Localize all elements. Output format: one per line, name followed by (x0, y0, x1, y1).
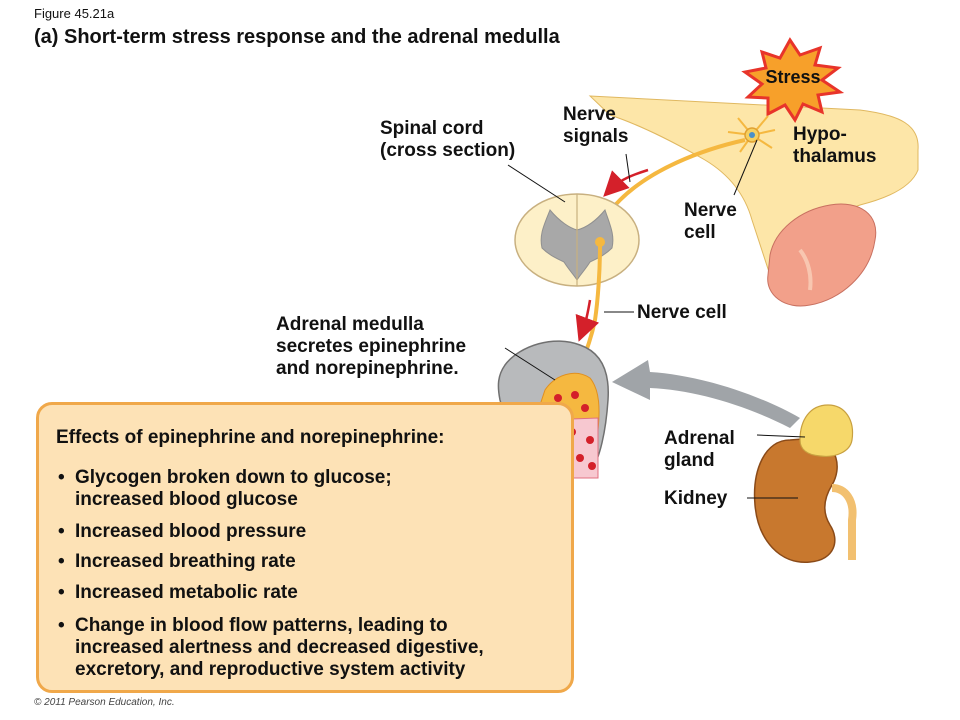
hypothalamus-label: Hypo- thalamus (793, 124, 877, 167)
kidney-label: Kidney (664, 488, 728, 509)
nerve-cell-lower-label: Nerve cell (637, 302, 727, 323)
bullet: • (58, 467, 65, 488)
kidney (753, 437, 838, 563)
bullet: • (58, 615, 65, 636)
gray-arrow (612, 360, 800, 428)
spinal-cord-label: Spinal cord (cross section) (380, 118, 516, 161)
kidney-group (753, 404, 857, 563)
figure-label: Figure 45.21a (34, 6, 115, 21)
adrenal-gland-label: Adrenal gland (664, 428, 735, 471)
nerve-signals-label: Nerve signals (563, 104, 629, 147)
adrenal-medulla-label: Adrenal medulla secretes epinephrine and… (276, 314, 467, 379)
leader-lines (504, 139, 806, 499)
stress-burst (741, 37, 845, 123)
bullet: • (58, 521, 65, 542)
effects-heading: Effects of epinephrine and norepinephrin… (56, 427, 445, 448)
bullet: • (58, 551, 65, 572)
pituitary-gland (767, 203, 877, 307)
effects-panel: Effects of epinephrine and norepinephrin… (36, 402, 574, 693)
adrenal-gland (799, 404, 854, 457)
signal-arrow-upper (603, 168, 649, 197)
stress-label: Stress (765, 67, 821, 87)
nerve-cell-upper-label: Nerve cell (684, 200, 737, 243)
spinal-cord (514, 193, 640, 287)
figure-title: (a) Short-term stress response and the a… (34, 26, 560, 48)
copyright-notice: © 2011 Pearson Education, Inc. (34, 697, 175, 708)
bullet: • (58, 582, 65, 603)
signal-arrow-lower (575, 299, 600, 342)
